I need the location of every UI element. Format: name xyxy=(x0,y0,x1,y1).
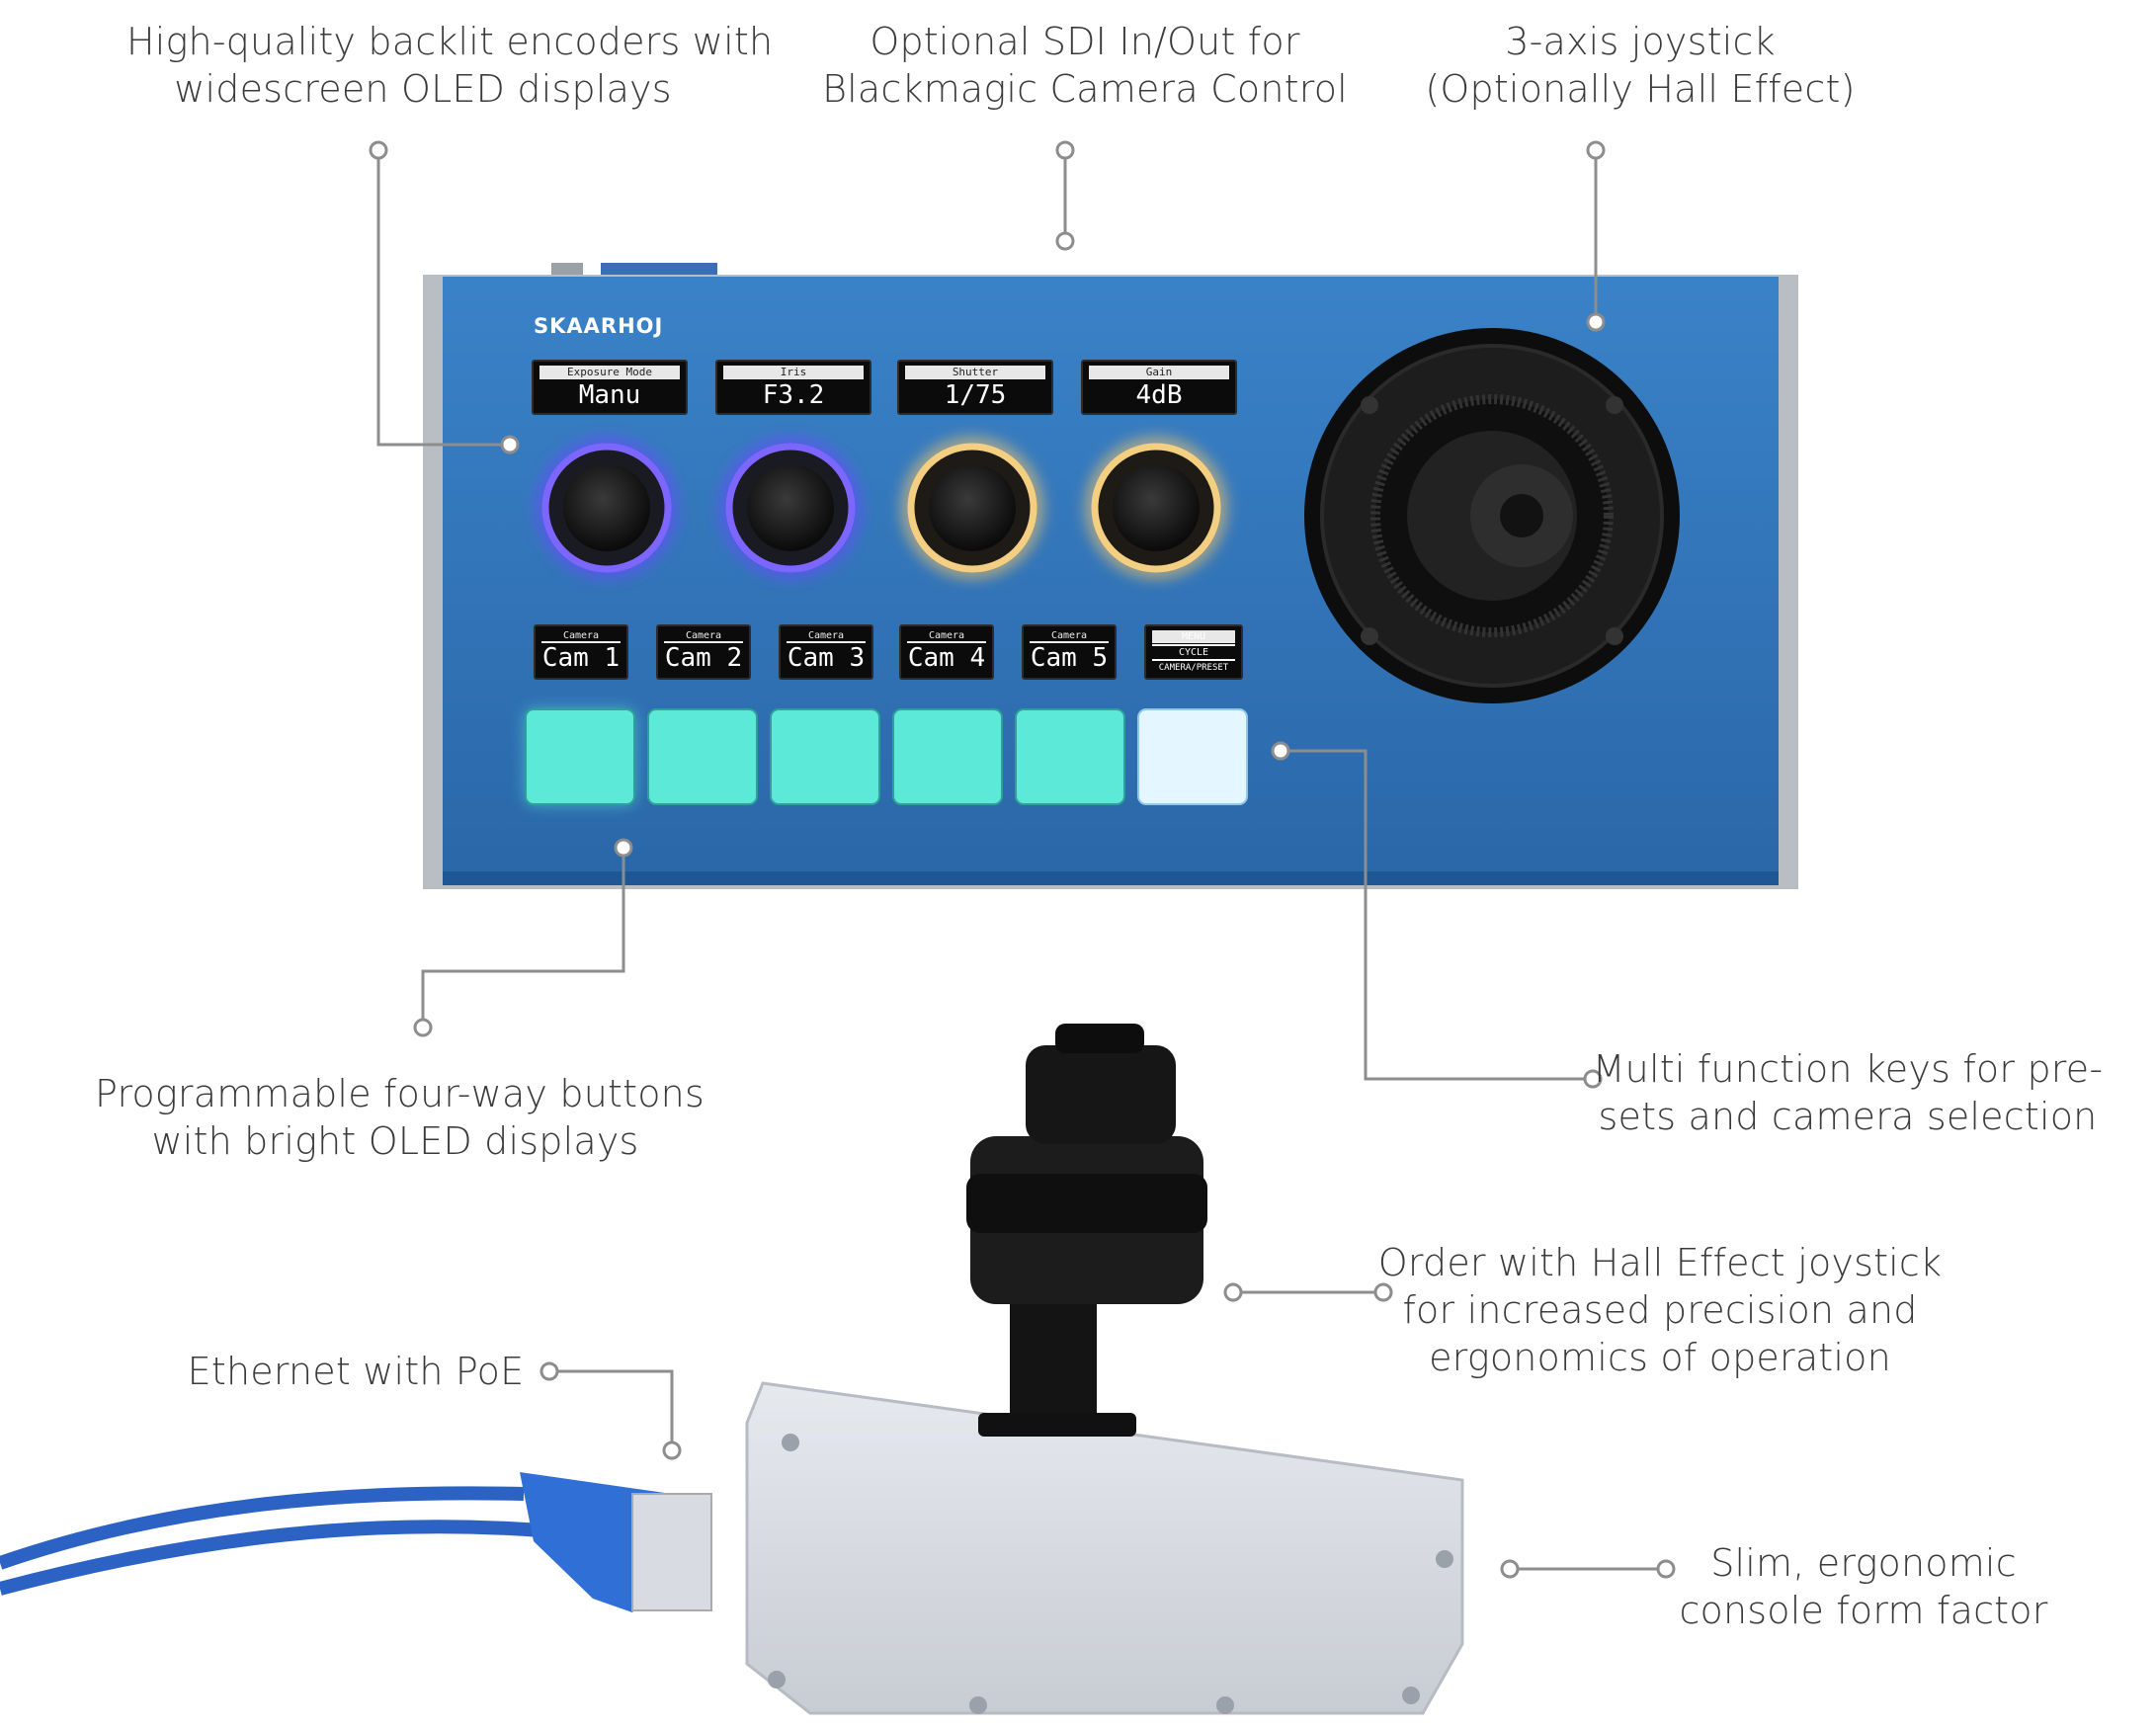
callout-hall-effect: Order with Hall Effect joystick for incr… xyxy=(1377,1241,1943,1379)
encoder-display: Shutter 1/75 xyxy=(897,360,1053,415)
brand-logo: SKAARHOJ xyxy=(534,314,664,338)
encoder-display-title: Iris xyxy=(723,366,864,379)
joystick-top xyxy=(1304,328,1680,703)
callout-slim: Slim, ergonomic console form factor xyxy=(1679,1541,2048,1632)
callout-keys: Multi function keys for pre- sets and ca… xyxy=(1592,1047,2104,1138)
button-display: Camera Cam 5 xyxy=(1022,624,1117,680)
button-display: Camera Cam 1 xyxy=(534,624,628,680)
function-keys xyxy=(525,708,1248,805)
button-display: Camera Cam 3 xyxy=(779,624,873,680)
button-display-value: Cam 5 xyxy=(1030,643,1109,673)
button-display-title: Camera xyxy=(541,630,621,643)
menu-display: MENU CYCLE CAMERA/PRESET xyxy=(1144,624,1243,680)
callout-joystick: 3-axis joystick (Optionally Hall Effect) xyxy=(1425,20,1856,111)
button-display: Camera Cam 4 xyxy=(899,624,994,680)
callout-buttons: Programmable four-way buttons with brigh… xyxy=(95,1072,705,1163)
encoder-display: Gain 4dB xyxy=(1081,360,1237,415)
button-display-value: Cam 4 xyxy=(907,643,986,673)
encoder-display-title: Shutter xyxy=(905,366,1045,379)
callout-sdi: Optional SDI In/Out for Blackmagic Camer… xyxy=(822,20,1348,111)
encoder-display-value: F3.2 xyxy=(762,380,825,410)
sdi-connectors xyxy=(551,263,717,279)
button-display-value: Cam 1 xyxy=(541,643,621,673)
encoder-display-title: Gain xyxy=(1089,366,1229,379)
menu-display-title: MENU xyxy=(1152,630,1235,643)
button-display-value: Cam 2 xyxy=(664,643,743,673)
encoder-display: Exposure Mode Manu xyxy=(532,360,688,415)
encoder-display: Iris F3.2 xyxy=(715,360,871,415)
callout-ethernet: Ethernet with PoE xyxy=(187,1350,525,1393)
encoder-display-value: 4dB xyxy=(1135,380,1183,410)
menu-display-middle: CYCLE xyxy=(1152,644,1235,661)
button-display-title: Camera xyxy=(664,630,743,643)
encoder-display-value: 1/75 xyxy=(944,380,1007,410)
button-display-title: Camera xyxy=(787,630,866,643)
encoder-display-title: Exposure Mode xyxy=(539,366,680,379)
callout-encoders: High-quality backlit encoders with wides… xyxy=(126,20,774,111)
menu-display-bottom: CAMERA/PRESET xyxy=(1158,663,1229,673)
encoder-display-value: Manu xyxy=(578,380,641,410)
button-display-title: Camera xyxy=(1030,630,1109,643)
button-display-value: Cam 3 xyxy=(787,643,866,673)
button-display: Camera Cam 2 xyxy=(656,624,751,680)
button-display-title: Camera xyxy=(907,630,986,643)
encoder-knobs xyxy=(539,440,1224,576)
